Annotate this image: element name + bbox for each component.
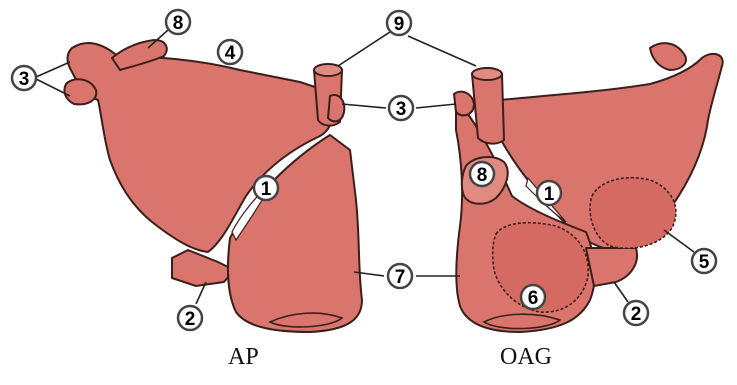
svg-text:2: 2 [185, 309, 196, 330]
svg-text:3: 3 [396, 99, 407, 120]
badge-2-oag: 2 [624, 301, 648, 325]
svg-text:6: 6 [528, 288, 539, 309]
ap-left-tab [64, 79, 96, 104]
badge-3-center: 3 [389, 96, 413, 120]
leader-2b [614, 282, 628, 302]
svg-text:5: 5 [699, 252, 710, 273]
svg-text:2: 2 [631, 304, 642, 325]
svg-text:1: 1 [544, 184, 555, 205]
leader-3c [342, 104, 386, 108]
svg-text:7: 7 [395, 267, 406, 288]
leader-9a [338, 32, 390, 66]
oag-dashed-region-5 [590, 178, 676, 249]
badge-7: 7 [388, 264, 412, 288]
ap-lower-flap [172, 250, 234, 286]
ap-view [64, 40, 362, 332]
svg-text:9: 9 [394, 14, 405, 35]
badge-8-ap: 8 [166, 10, 190, 34]
badge-1-ap: 1 [254, 176, 278, 200]
svg-text:3: 3 [19, 69, 30, 90]
ap-tube-opening [314, 64, 342, 76]
svg-text:8: 8 [477, 165, 488, 186]
oag-lower-flap [586, 248, 637, 286]
badge-9: 9 [387, 11, 411, 35]
leader-3a [36, 62, 70, 77]
svg-text:8: 8 [173, 13, 184, 34]
caption-oag: OAG [500, 344, 552, 371]
leader-3d [416, 104, 456, 108]
oag-view [454, 43, 723, 332]
ap-side-bump [328, 95, 344, 121]
caption-ap: AP [228, 344, 259, 371]
oag-right-horn [650, 43, 686, 70]
leader-9b [408, 36, 476, 66]
badge-8-oag: 8 [470, 162, 494, 186]
badge-1-oag: 1 [537, 181, 561, 205]
oag-tube-opening [472, 68, 502, 80]
badge-3-left: 3 [12, 66, 36, 90]
leader-5 [664, 230, 694, 252]
badge-6: 6 [521, 285, 545, 309]
svg-text:4: 4 [225, 43, 236, 64]
badge-5: 5 [692, 249, 716, 273]
svg-text:1: 1 [261, 179, 272, 200]
badge-2-ap: 2 [178, 306, 202, 330]
oag-side-bump [454, 92, 474, 116]
badge-4: 4 [218, 40, 242, 64]
